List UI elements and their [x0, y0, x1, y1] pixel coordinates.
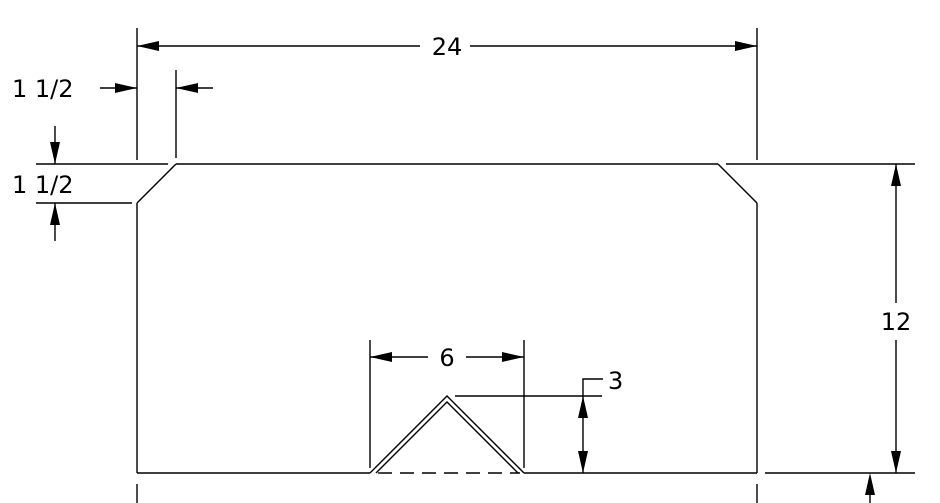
dim-label-chamfer-v: 1 1/2	[12, 171, 74, 199]
dim-label-notch-width: 6	[439, 344, 454, 372]
arrowhead	[137, 41, 159, 51]
arrowhead	[891, 164, 901, 186]
dim-label-notch-depth: 3	[608, 367, 623, 395]
arrowhead	[891, 451, 901, 473]
dim-overall-width: 24	[137, 33, 757, 61]
dim-label-chamfer-h: 1 1/2	[12, 75, 74, 103]
notch-inner	[375, 401, 519, 474]
leader	[582, 378, 603, 396]
v-notch	[369, 395, 525, 474]
dim-label-width: 24	[432, 33, 463, 61]
arrowhead	[502, 352, 524, 362]
arrowhead	[115, 83, 137, 93]
extension-lines	[36, 28, 915, 503]
dim-notch-depth: 3	[578, 367, 623, 473]
left-chamfer	[136, 163, 177, 204]
dim-label-height: 12	[881, 308, 912, 336]
part-outline	[136, 163, 758, 474]
arrowhead	[176, 83, 198, 93]
arrowhead	[578, 451, 588, 473]
arrowhead	[735, 41, 757, 51]
dim-chamfer-horizontal: 1 1/2	[12, 75, 213, 103]
dim-notch-width: 6	[370, 344, 524, 372]
arrowhead	[370, 352, 392, 362]
notch-outer	[369, 395, 525, 474]
arrowhead	[50, 203, 60, 225]
dim-chamfer-vertical: 1 1/2	[12, 126, 74, 241]
arrowhead	[578, 396, 588, 418]
dim-overall-height: 12	[881, 164, 912, 473]
arrowhead	[50, 142, 60, 164]
bottom-right-arrow	[865, 473, 875, 503]
arrowhead	[865, 473, 875, 495]
right-chamfer	[717, 163, 758, 204]
